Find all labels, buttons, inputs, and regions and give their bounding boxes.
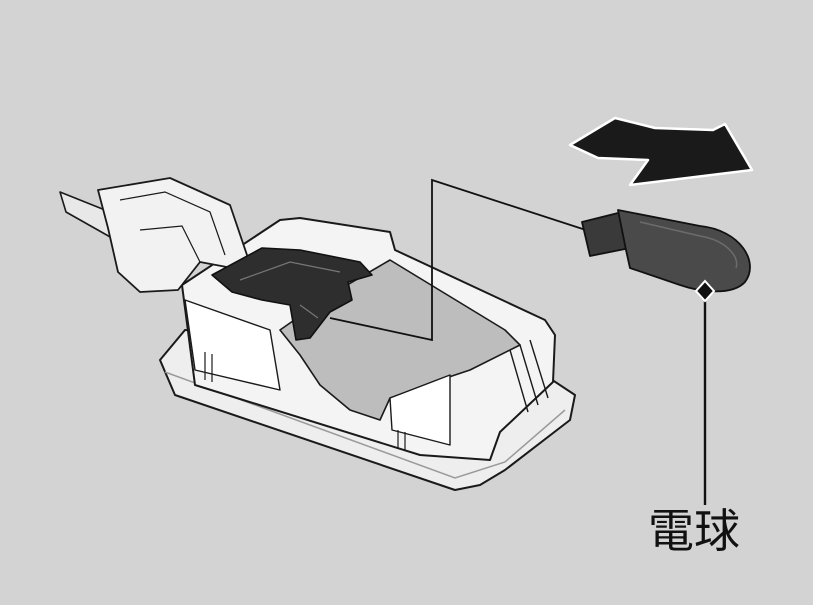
wedge-bulb-icon (581, 209, 751, 293)
removal-direction-arrow-icon (568, 116, 754, 187)
bulb-label: 電球 (648, 504, 740, 558)
bulb-socket-clip (211, 247, 373, 341)
connector (59, 177, 249, 293)
bulb-callout-line (694, 279, 716, 505)
socket-leader-line (329, 178, 593, 342)
